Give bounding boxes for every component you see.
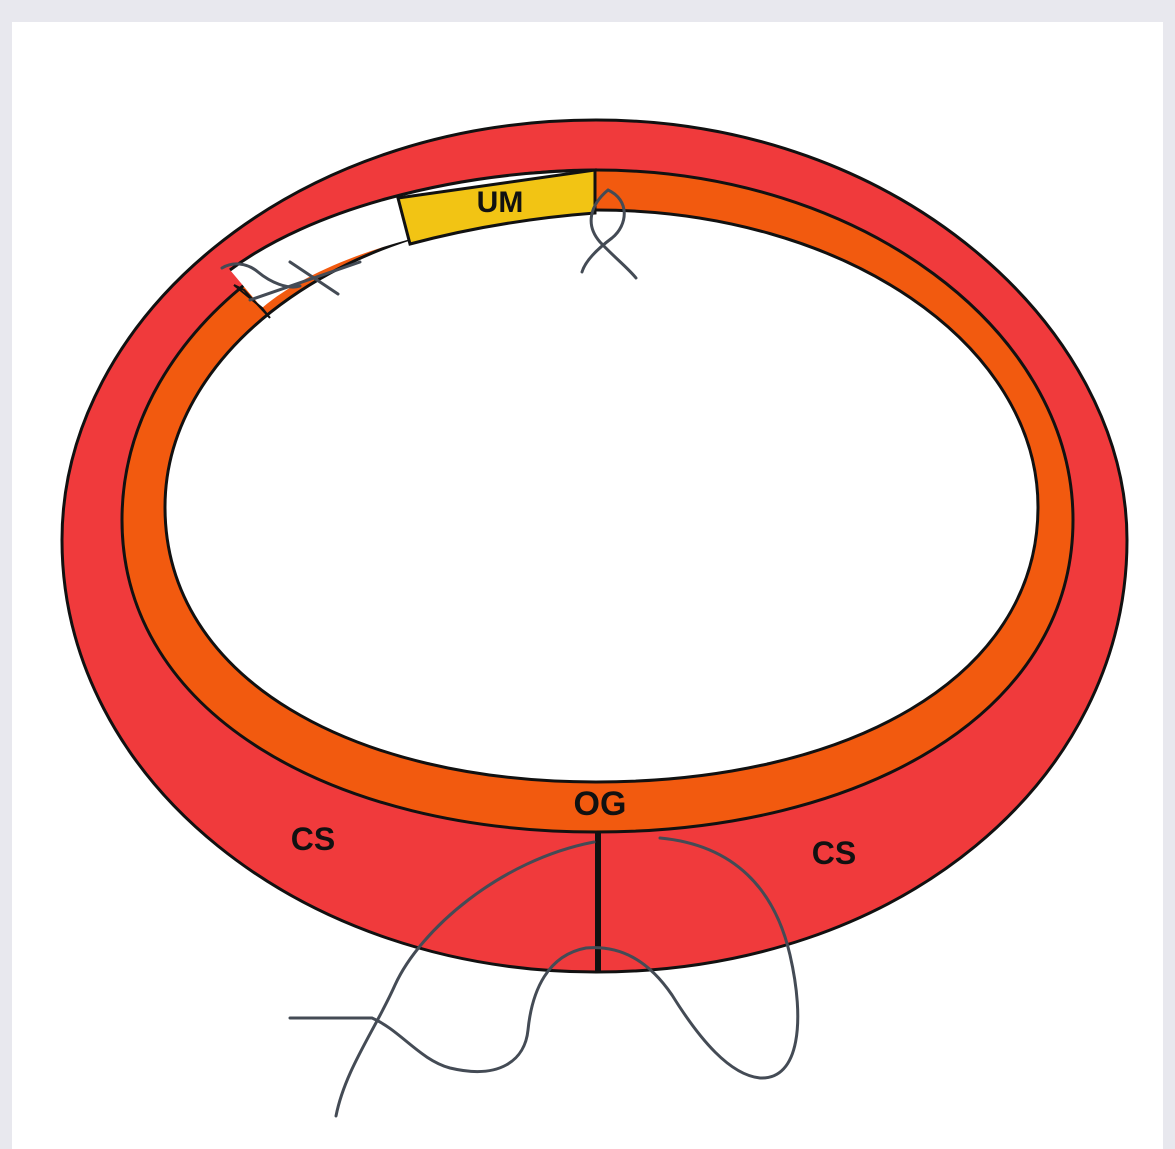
inner-lumen (165, 210, 1038, 782)
cs-right-label: CS (812, 835, 856, 871)
cs-left-label: CS (291, 821, 335, 857)
og-label: OG (574, 785, 627, 823)
um-label: UM (477, 186, 524, 219)
